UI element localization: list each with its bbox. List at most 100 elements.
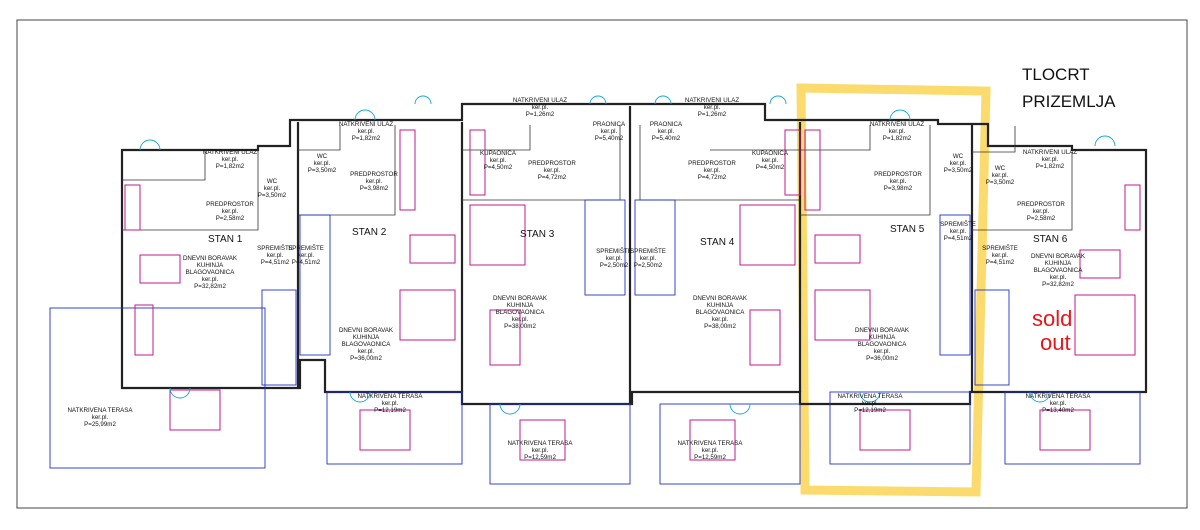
- room-label-line: KUHINJA: [507, 302, 534, 309]
- room-label-line: ker.pl.: [874, 348, 891, 355]
- room-label-line: P=3,50m2: [944, 167, 973, 174]
- room-label-line: P=1,82m2: [352, 135, 381, 142]
- room-label-line: ker.pl.: [512, 316, 529, 323]
- room-label-line: PREDPROSTOR: [688, 160, 736, 167]
- room-label-line: P=12,19m2: [854, 407, 886, 414]
- room-label-line: NATKRIVENI ULAZ: [1023, 149, 1077, 156]
- stan-5-highlight: [796, 83, 991, 497]
- room-label-line: P=4,72m2: [698, 174, 727, 181]
- room-label-line: ker.pl.: [92, 414, 109, 421]
- room-label-line: P=2,50m2: [600, 262, 629, 269]
- room-label-line: BLAGOVAONICA: [186, 269, 236, 276]
- room-label-line: ker.pl.: [712, 316, 729, 323]
- room-label-line: DNEVNI BORAVAK: [493, 295, 548, 302]
- room-label-line: DNEVNI BORAVAK: [339, 327, 394, 334]
- room-label-line: KUHINJA: [353, 334, 380, 341]
- room-label-line: P=4,51m2: [261, 259, 290, 266]
- room-label-line: ker.pl.: [640, 255, 657, 262]
- room-label-line: KUPAONICA: [752, 150, 789, 157]
- room-label-line: ker.pl.: [1050, 274, 1067, 281]
- room-label-line: ker.pl.: [532, 104, 549, 111]
- room-label-line: KUHINJA: [869, 334, 896, 341]
- room-label-line: P=5,40m2: [595, 135, 624, 142]
- room-label-line: DNEVNI BORAVAK: [1031, 253, 1086, 260]
- room-label-line: BLAGOVAONICA: [1034, 267, 1084, 274]
- room-label-line: ker.pl.: [890, 178, 907, 185]
- room-label-line: P=4,51m2: [292, 259, 321, 266]
- room-label-line: DNEVNI BORAVAK: [693, 295, 748, 302]
- stan-6-label: STAN 6: [1033, 234, 1068, 245]
- room-label-line: P=1,82m2: [1036, 163, 1065, 170]
- room-label-line: KUHINJA: [1045, 260, 1072, 267]
- room-label-line: P=4,51m2: [986, 259, 1015, 266]
- room-label-line: WC: [953, 153, 964, 160]
- room-label-line: P=3,98m2: [884, 185, 913, 192]
- door-swings: [139, 95, 1116, 415]
- room-label-line: P=12,19m2: [374, 407, 406, 414]
- room-label-line: NATKRIVENA TERASA: [507, 440, 573, 447]
- room-label-line: P=12,59m2: [694, 454, 726, 461]
- room-label-line: ker.pl.: [532, 447, 549, 454]
- sold-out-line-2: out: [1040, 330, 1071, 355]
- room-label-line: P=1,26m2: [698, 111, 727, 118]
- room-label-line: SPREMIŠTE: [630, 248, 666, 255]
- drawing-frame: [16, 19, 1188, 509]
- room-label-line: P=3,50m2: [258, 192, 287, 199]
- room-label-line: ker.pl.: [382, 400, 399, 407]
- stan-5-label: STAN 5: [890, 224, 925, 235]
- room-label-line: P=5,40m2: [652, 135, 681, 142]
- room-label-line: P=4,50m2: [484, 164, 513, 171]
- room-label-line: ker.pl.: [1050, 400, 1067, 407]
- room-label-line: DNEVNI BORAVAK: [855, 327, 910, 334]
- room-label-line: NATKRIVENA TERASA: [357, 393, 423, 400]
- room-label-line: ker.pl.: [358, 128, 375, 135]
- room-label-line: PREDPROSTOR: [350, 171, 398, 178]
- room-label-line: ker.pl.: [222, 208, 239, 215]
- sold-out-line-1: sold: [1032, 306, 1072, 331]
- room-label-line: P=4,51m2: [944, 235, 973, 242]
- room-label-line: ker.pl.: [490, 157, 507, 164]
- room-label-line: NATKRIVENI ULAZ: [685, 97, 739, 104]
- room-label-line: NATKRIVENI ULAZ: [203, 149, 257, 156]
- room-label-line: P=32,82m2: [194, 283, 226, 290]
- room-label-line: ker.pl.: [601, 128, 618, 135]
- room-label-line: NATKRIVENI ULAZ: [513, 97, 567, 104]
- terraces: [49, 307, 1141, 485]
- room-label-line: ker.pl.: [222, 156, 239, 163]
- room-label-line: ker.pl.: [314, 160, 331, 167]
- room-label-line: P=2,50m2: [634, 262, 663, 269]
- room-label-line: ker.pl.: [366, 178, 383, 185]
- room-label-line: PRAONICA: [593, 121, 626, 128]
- room-label-line: ker.pl.: [992, 252, 1009, 259]
- room-label-line: BLAGOVAONICA: [696, 309, 746, 316]
- room-label-line: ker.pl.: [202, 276, 219, 283]
- room-label-line: P=38,00m2: [504, 323, 536, 330]
- room-label-line: P=25,99m2: [84, 421, 116, 428]
